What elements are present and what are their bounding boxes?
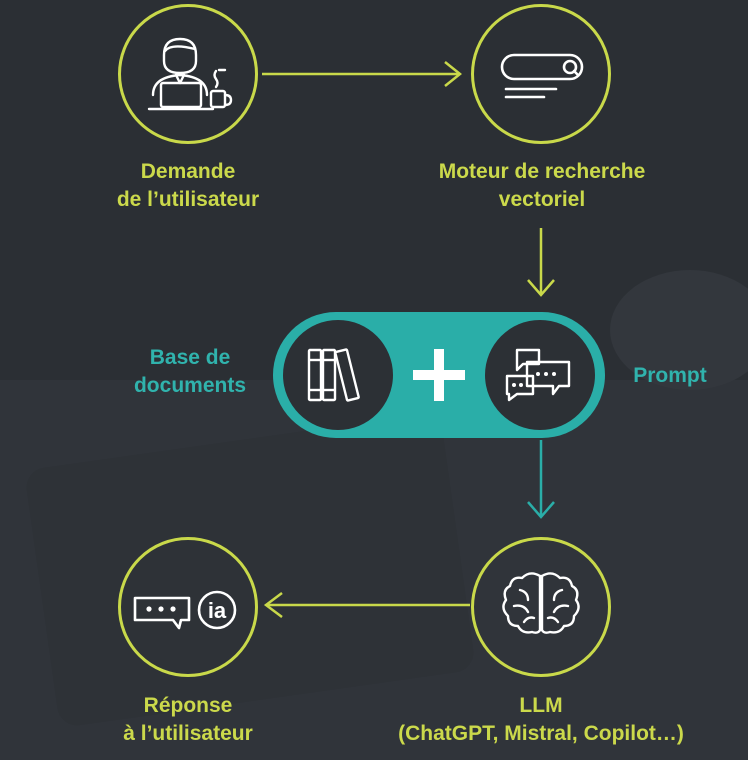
response-label-line1: Réponse [143,694,233,717]
arrow-llm-to-response [263,592,470,618]
prompt-label-line1: Prompt [633,364,707,387]
user-request-node [118,4,258,144]
brain-icon [502,572,580,634]
vector-search-node [471,4,611,144]
ai-chat-icon: ia [133,590,237,630]
documents-label-line2: documents [133,374,246,397]
response-label: Réponse à l’utilisateur [100,692,276,748]
user-request-label: Demande de l’utilisateur [94,158,282,214]
user-at-laptop-icon [147,37,233,111]
vector-search-label-line1: Moteur de recherche [438,160,646,183]
documents-label-line1: Base de [149,346,231,369]
response-label-line2: à l’utilisateur [123,722,253,745]
books-icon [307,348,360,402]
arrow-pill-to-llm [527,440,555,519]
vector-search-label-line2: vectoriel [498,188,586,211]
user-request-label-line2: de l’utilisateur [116,188,260,211]
arrow-search-to-pill [527,228,555,297]
documents-label: Base de documents [116,344,264,400]
arrow-request-to-search [262,61,463,87]
documents-node [283,320,393,430]
ai-chat-icon-text: ia [208,598,227,623]
plus-icon [413,349,465,401]
documents-plus-prompt-pill [273,312,605,438]
llm-label-line2: (ChatGPT, Mistral, Copilot…) [398,722,684,745]
user-request-label-line1: Demande [140,160,236,183]
vector-search-label: Moteur de recherche vectoriel [426,158,658,214]
prompt-node [485,320,595,430]
llm-label: LLM (ChatGPT, Mistral, Copilot…) [386,692,696,748]
llm-label-line1: LLM [519,694,563,717]
search-bar-icon [500,53,584,99]
response-node: ia [118,537,258,677]
prompt-label: Prompt [620,362,720,390]
llm-node [471,537,611,677]
chat-bubbles-icon [505,348,571,402]
